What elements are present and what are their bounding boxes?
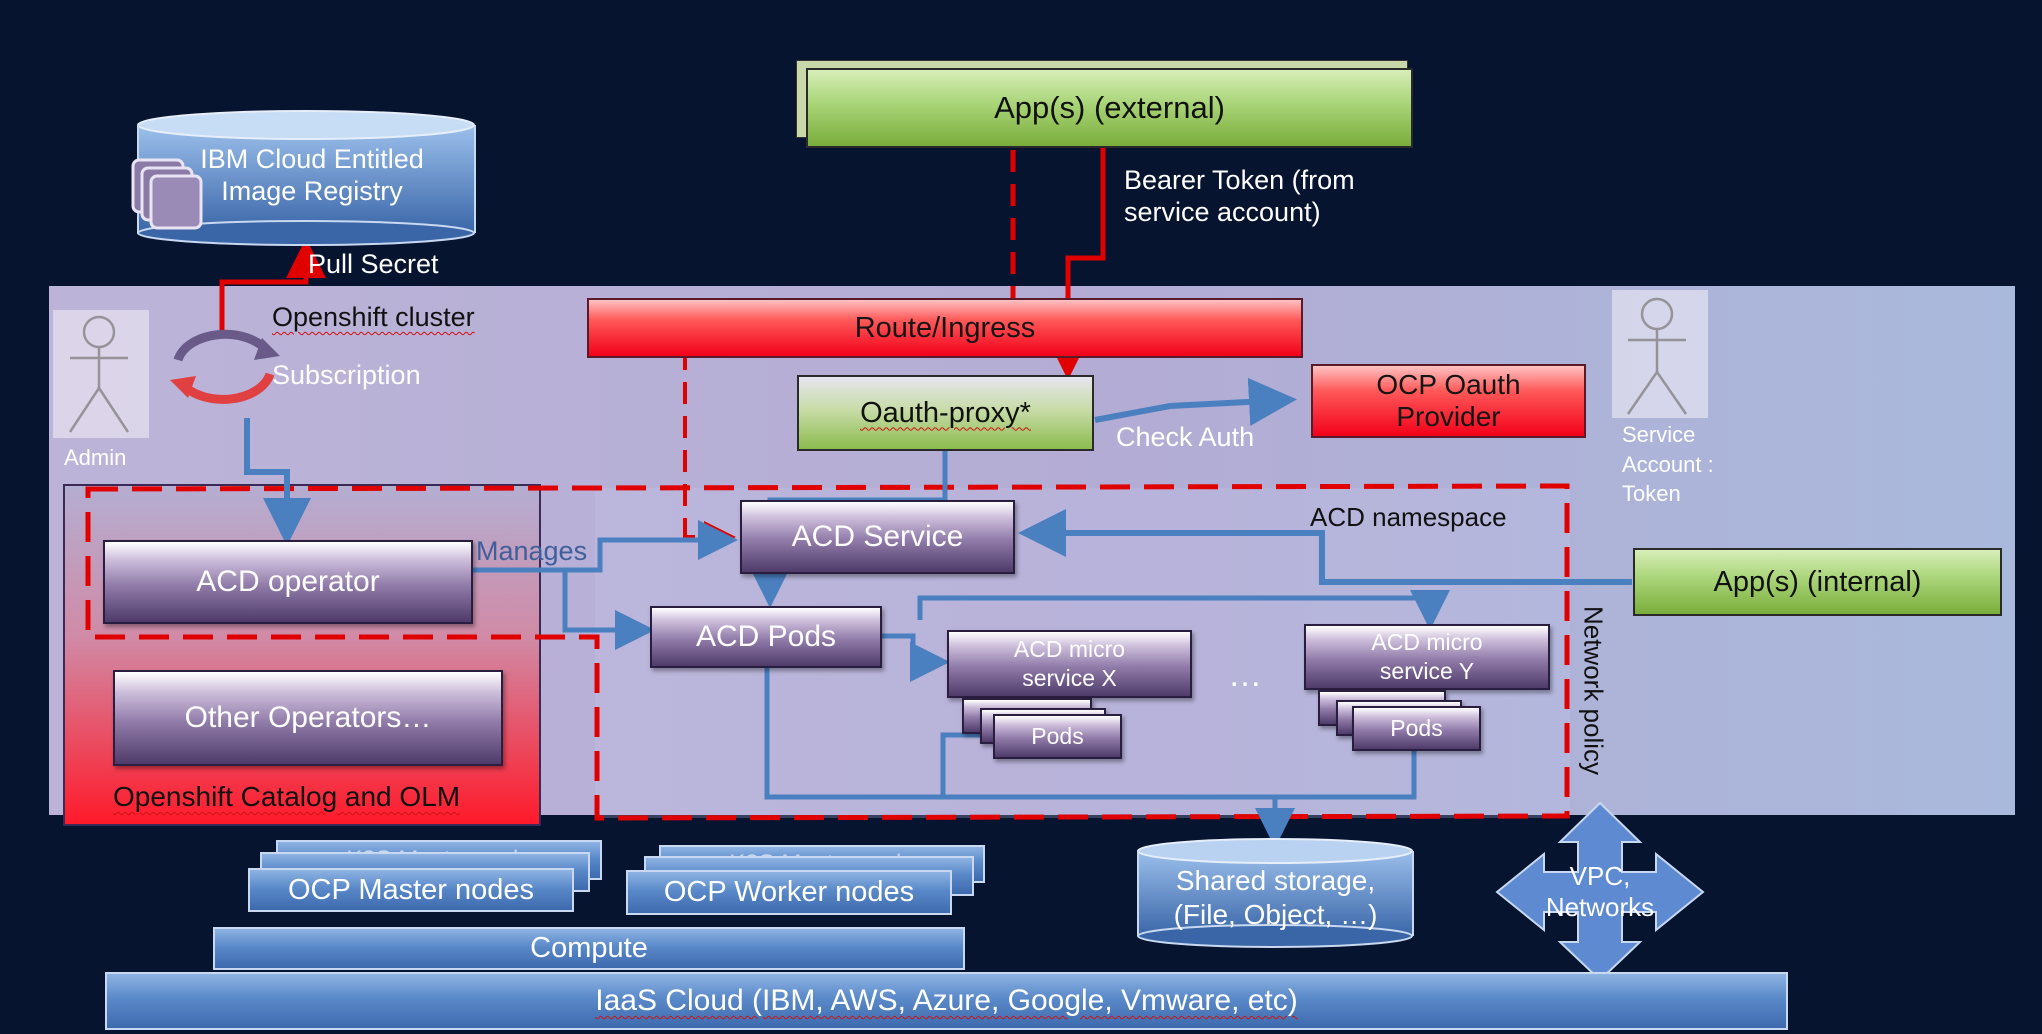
pull-secret-label: Pull Secret [308, 249, 439, 279]
acd-namespace-label: ACD namespace [1310, 502, 1507, 532]
compute-box: Compute [213, 927, 965, 970]
oauth-proxy-box: Oauth-proxy* [797, 375, 1094, 451]
cylinder-icon [1137, 838, 1414, 948]
subscription-label: Subscription [272, 360, 421, 390]
route-ingress-box: Route/Ingress [587, 298, 1303, 358]
acd-namespace-border [85, 483, 1570, 821]
pods-storage-line-b [940, 732, 995, 797]
manages-label: Manages [476, 536, 588, 566]
acd-operator-box: ACD operator [103, 540, 473, 624]
ocp-oauth-provider-box: OCP Oauth Provider [1311, 364, 1586, 438]
external-app-box: App(s) (external) [806, 68, 1413, 148]
admin-label: Admin [64, 445, 127, 470]
pods-to-micro-y [917, 590, 1450, 630]
manages-label-wrap: Manages [476, 536, 587, 567]
sync-arrows-icon [170, 329, 280, 404]
catalog-olm-label: Openshift Catalog and OLM [113, 781, 461, 812]
stacked-images-icon [131, 158, 203, 230]
pods-to-micro-x [880, 633, 950, 682]
iaas-cloud-box: IaaS Cloud (IBM, AWS, Azure, Google, Vmw… [105, 972, 1788, 1030]
network-policy-label-wrap: Network policy [1573, 590, 1613, 790]
subscription-line [244, 418, 311, 546]
acd-pods-box: ACD Pods [650, 606, 882, 668]
network-policy-label: Network policy [1578, 605, 1609, 776]
micro-service-x-box: ACD micro service X [947, 630, 1192, 698]
pods-storage-line-c [1275, 750, 1417, 800]
master-nodes-box: OCP Master nodes [248, 868, 574, 912]
acd-service-box: ACD Service [740, 500, 1015, 574]
registry-label: IBM Cloud Entitled Image Registry [200, 144, 424, 207]
vpc-label: VPC, Networks [1545, 860, 1655, 922]
micro-service-y-box: ACD micro service Y [1304, 624, 1550, 690]
service-account-label: Service Account : Token [1622, 422, 1714, 507]
worker-nodes-box: OCP Worker nodes [626, 870, 952, 915]
manages-line-service [470, 520, 738, 573]
manages-line-pods [555, 567, 655, 650]
pull-secret-line [219, 238, 326, 332]
service-account-tile [1612, 290, 1708, 418]
shared-storage-label: Shared storage, (File, Object, …) [1173, 865, 1378, 930]
ellipsis-label: … [1228, 656, 1262, 694]
pods-y-box: Pods [1352, 706, 1481, 751]
other-operators-box: Other Operators… [113, 670, 503, 766]
cluster-title: Openshift cluster [272, 302, 475, 332]
bearer-token-label: Bearer Token (from service account) [1124, 165, 1355, 228]
admin-tile [53, 310, 149, 438]
internal-app-line [1018, 509, 1632, 585]
pods-storage-line-a [764, 668, 1295, 848]
internal-app-box: App(s) (internal) [1633, 548, 2002, 616]
check-auth-label: Check Auth [1116, 422, 1255, 452]
check-auth-line [1094, 377, 1297, 426]
pods-x-box: Pods [993, 714, 1122, 759]
